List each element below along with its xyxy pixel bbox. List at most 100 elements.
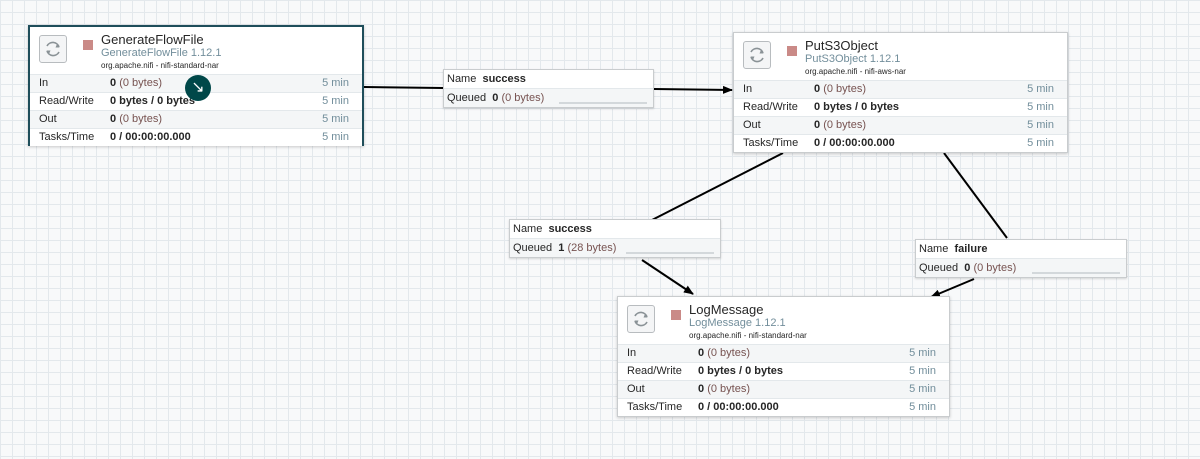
stat-value: 0 / 00:00:00.000 bbox=[814, 137, 895, 149]
processor-type: PutS3Object 1.12.1 bbox=[805, 53, 901, 65]
stat-label: Out bbox=[39, 113, 57, 125]
stat-time: 5 min bbox=[1027, 137, 1054, 149]
queue-progress-bar bbox=[1032, 272, 1120, 274]
stat-value: 0 (0 bytes) bbox=[698, 383, 750, 395]
queued-size: (0 bytes) bbox=[973, 262, 1017, 274]
queued-size: (28 bytes) bbox=[567, 242, 617, 254]
connection-line-generate-to-puts3[interactable] bbox=[363, 86, 444, 89]
stat-row-in: In 0 (0 bytes) 5 min bbox=[734, 80, 1067, 98]
connection-name-label: Name bbox=[447, 73, 477, 85]
connection-name-label: Name bbox=[513, 223, 543, 235]
connection-name-label: Name bbox=[919, 243, 949, 255]
processor-icon bbox=[39, 35, 67, 63]
processor-stats: In 0 (0 bytes) 5 min Read/Write 0 bytes … bbox=[618, 344, 949, 416]
processor-bundle: org.apache.nifi - nifi-aws-nar bbox=[805, 67, 906, 76]
processor-puts3object[interactable]: PutS3Object PutS3Object 1.12.1 org.apach… bbox=[733, 32, 1068, 153]
connection-line-puts3-failure[interactable] bbox=[943, 152, 1008, 239]
stat-time: 5 min bbox=[1027, 101, 1054, 113]
stat-label: In bbox=[627, 347, 637, 359]
connection-line-puts3-success[interactable] bbox=[651, 152, 784, 221]
stat-time: 5 min bbox=[1027, 83, 1054, 95]
stat-value: 0 bytes / 0 bytes bbox=[698, 365, 783, 377]
stat-row-in: In 0 (0 bytes) 5 min bbox=[618, 344, 949, 362]
connection-relationship: success bbox=[482, 73, 526, 85]
stat-time: 5 min bbox=[909, 383, 936, 395]
connection-queued-label: Queued bbox=[447, 92, 487, 104]
connection-line-puts3-success-end[interactable] bbox=[641, 259, 694, 295]
stat-value: 0 (0 bytes) bbox=[698, 347, 750, 359]
stat-label: Read/Write bbox=[743, 101, 798, 113]
stat-row-read-write: Read/Write 0 bytes / 0 bytes 5 min bbox=[734, 98, 1067, 116]
connect-arrow-icon[interactable]: ↘ bbox=[185, 75, 211, 101]
stat-label: Read/Write bbox=[39, 95, 94, 107]
connection-line-puts3-failure-end[interactable] bbox=[930, 278, 975, 298]
connection-name-row: Name failure bbox=[916, 240, 1126, 258]
stat-time: 5 min bbox=[322, 77, 349, 89]
processor-type: LogMessage 1.12.1 bbox=[689, 317, 786, 329]
stat-value: 0 bytes / 0 bytes bbox=[814, 101, 899, 113]
processor-generateflowfile[interactable]: GenerateFlowFile GenerateFlowFile 1.12.1… bbox=[28, 25, 364, 146]
processor-logmessage[interactable]: LogMessage LogMessage 1.12.1 org.apache.… bbox=[617, 296, 950, 417]
queued-size: (0 bytes) bbox=[501, 92, 545, 104]
connection-name-row: Name success bbox=[510, 220, 720, 238]
stat-label: Out bbox=[627, 383, 645, 395]
stat-time: 5 min bbox=[1027, 119, 1054, 131]
stat-value: 0 / 00:00:00.000 bbox=[698, 401, 779, 413]
stat-label: In bbox=[39, 77, 49, 89]
queue-progress-bar bbox=[626, 252, 714, 254]
stat-row-read-write: Read/Write 0 bytes / 0 bytes 5 min bbox=[618, 362, 949, 380]
stopped-status-icon bbox=[83, 40, 93, 50]
processor-stats: In 0 (0 bytes) 5 min Read/Write 0 bytes … bbox=[734, 80, 1067, 152]
connection-name-row: Name success bbox=[444, 70, 653, 88]
processor-icon bbox=[743, 41, 771, 69]
stat-value: 0 (0 bytes) bbox=[110, 77, 162, 89]
stat-row-out: Out 0 (0 bytes) 5 min bbox=[618, 380, 949, 398]
stat-value: 0 bytes / 0 bytes bbox=[110, 95, 195, 107]
processor-type: GenerateFlowFile 1.12.1 bbox=[101, 47, 222, 59]
queue-progress-bar bbox=[559, 102, 647, 104]
connection-relationship: success bbox=[548, 223, 592, 235]
connection-queued-row: Queued 0 (0 bytes) bbox=[444, 88, 653, 107]
stat-label: Tasks/Time bbox=[627, 401, 683, 413]
connection-queued-row: Queued 0 (0 bytes) bbox=[916, 258, 1126, 277]
stat-label: Tasks/Time bbox=[743, 137, 799, 149]
stat-time: 5 min bbox=[322, 131, 349, 143]
stat-value: 0 / 00:00:00.000 bbox=[110, 131, 191, 143]
stat-row-tasks-time: Tasks/Time 0 / 00:00:00.000 5 min bbox=[30, 128, 362, 146]
queued-count: 0 bbox=[964, 262, 971, 274]
stat-label: Out bbox=[743, 119, 761, 131]
stopped-status-icon bbox=[671, 310, 681, 320]
connection-queued-label: Queued bbox=[919, 262, 959, 274]
connection-label-failure[interactable]: Name failure Queued 0 (0 bytes) bbox=[915, 239, 1127, 278]
processor-name: GenerateFlowFile bbox=[101, 32, 204, 47]
stat-value: 0 (0 bytes) bbox=[814, 83, 866, 95]
stat-time: 5 min bbox=[909, 347, 936, 359]
stat-time: 5 min bbox=[322, 113, 349, 125]
stat-time: 5 min bbox=[909, 365, 936, 377]
connection-label-success-bottom[interactable]: Name success Queued 1 (28 bytes) bbox=[509, 219, 721, 258]
stat-time: 5 min bbox=[909, 401, 936, 413]
processor-name: PutS3Object bbox=[805, 38, 878, 53]
connection-label-success-top[interactable]: Name success Queued 0 (0 bytes) bbox=[443, 69, 654, 108]
processor-bundle: org.apache.nifi - nifi-standard-nar bbox=[101, 61, 219, 70]
stat-value: 0 (0 bytes) bbox=[110, 113, 162, 125]
stat-row-out: Out 0 (0 bytes) 5 min bbox=[734, 116, 1067, 134]
stat-row-tasks-time: Tasks/Time 0 / 00:00:00.000 5 min bbox=[734, 134, 1067, 152]
stat-row-tasks-time: Tasks/Time 0 / 00:00:00.000 5 min bbox=[618, 398, 949, 416]
connection-relationship: failure bbox=[954, 243, 988, 255]
connection-line-generate-to-puts3-end[interactable] bbox=[653, 85, 733, 94]
stopped-status-icon bbox=[787, 46, 797, 56]
queued-count: 0 bbox=[492, 92, 499, 104]
stat-time: 5 min bbox=[322, 95, 349, 107]
stat-label: In bbox=[743, 83, 753, 95]
connection-queued-label: Queued bbox=[513, 242, 553, 254]
stat-value: 0 (0 bytes) bbox=[814, 119, 866, 131]
connection-queued-row: Queued 1 (28 bytes) bbox=[510, 238, 720, 257]
processor-icon bbox=[627, 305, 655, 333]
stat-row-out: Out 0 (0 bytes) 5 min bbox=[30, 110, 362, 128]
queued-count: 1 bbox=[558, 242, 565, 254]
stat-label: Tasks/Time bbox=[39, 131, 95, 143]
stat-label: Read/Write bbox=[627, 365, 682, 377]
processor-bundle: org.apache.nifi - nifi-standard-nar bbox=[689, 331, 807, 340]
